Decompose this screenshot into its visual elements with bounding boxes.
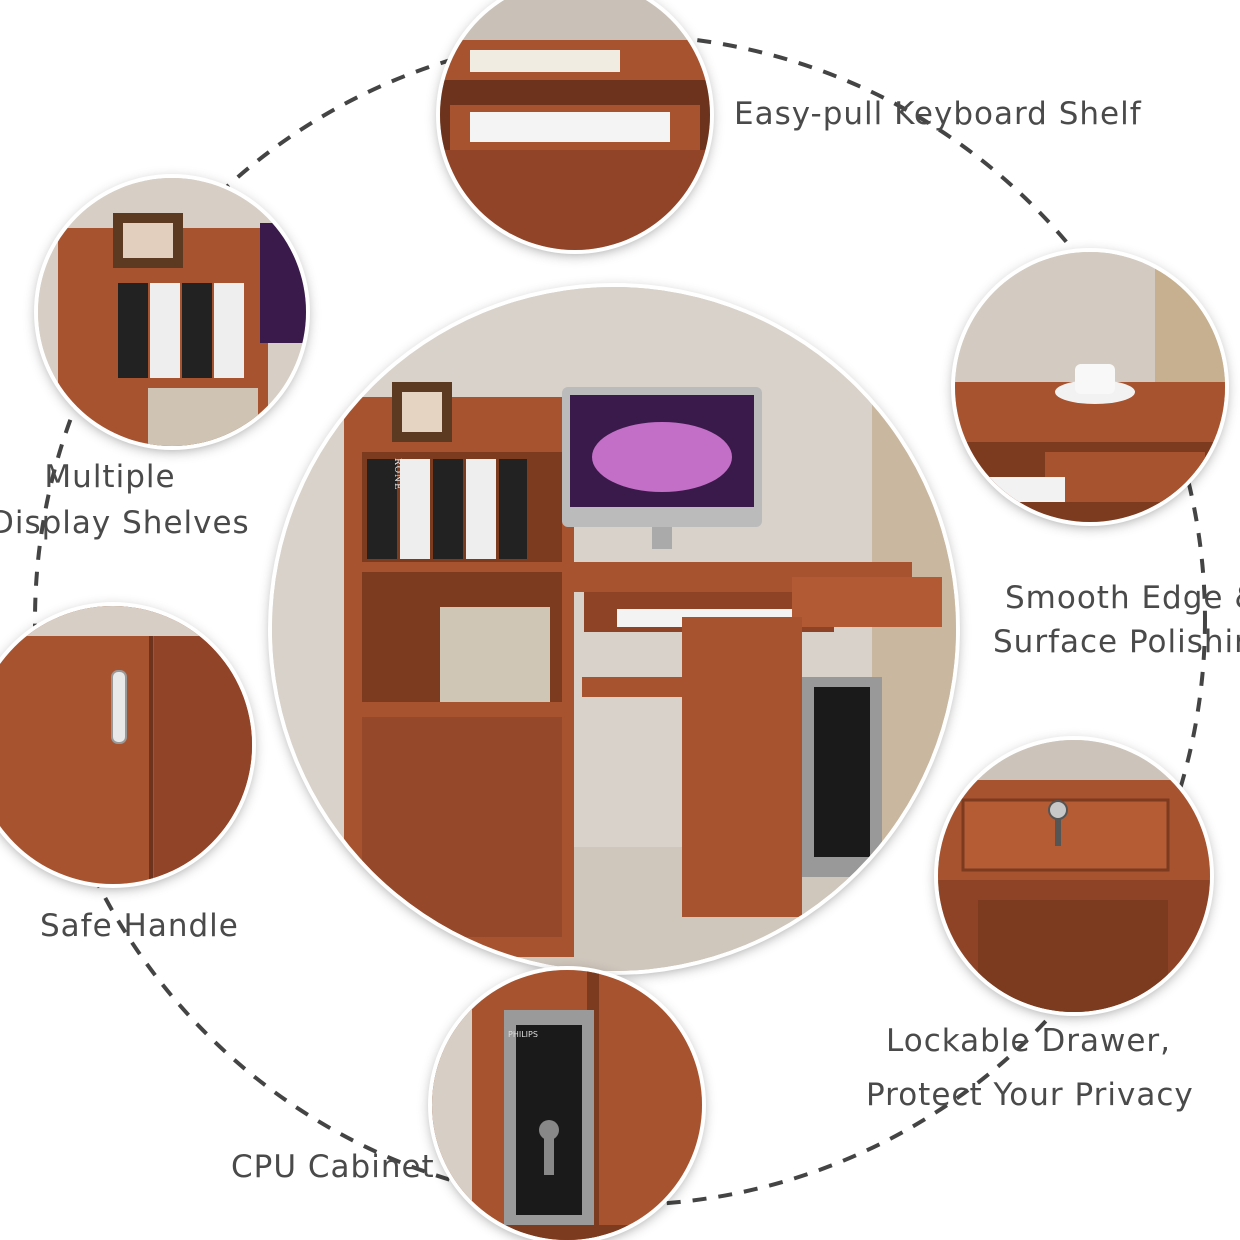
lockable-drawer-label-line1: Lockable Drawer, — [886, 1023, 1171, 1059]
cpu-cabinet-label: CPU Cabinet — [231, 1149, 435, 1185]
display-shelves-label-line1: Multiple — [44, 459, 176, 495]
safe-handle-image — [0, 606, 252, 884]
edge-polishing-label: Smooth Edge & Surface Polishing — [993, 576, 1240, 664]
keyboard-shelf-image — [440, 0, 710, 250]
display-shelves-label: Multiple Display Shelves — [0, 454, 250, 546]
main-product-image — [272, 287, 956, 971]
edge-polishing-label-line2: Surface Polishing — [993, 624, 1240, 660]
lockable-drawer-label-line2: Protect Your Privacy — [866, 1077, 1194, 1113]
book-spine-text: RONE — [392, 458, 402, 491]
keyboard-shelf-label: Easy-pull Keyboard Shelf — [734, 96, 1142, 132]
display-shelves-label-line2: Display Shelves — [0, 505, 250, 541]
display-shelves-image — [38, 178, 306, 446]
edge-polishing-image — [955, 252, 1225, 522]
edge-polishing-label-line1: Smooth Edge & — [1005, 580, 1240, 616]
safe-handle-label: Safe Handle — [40, 908, 239, 944]
lockable-drawer-label: Lockable Drawer, Protect Your Privacy — [866, 1014, 1194, 1122]
cpu-brand-text: PHILIPS — [508, 1030, 538, 1039]
lockable-drawer-image — [938, 740, 1210, 1012]
cpu-cabinet-image — [432, 970, 702, 1240]
